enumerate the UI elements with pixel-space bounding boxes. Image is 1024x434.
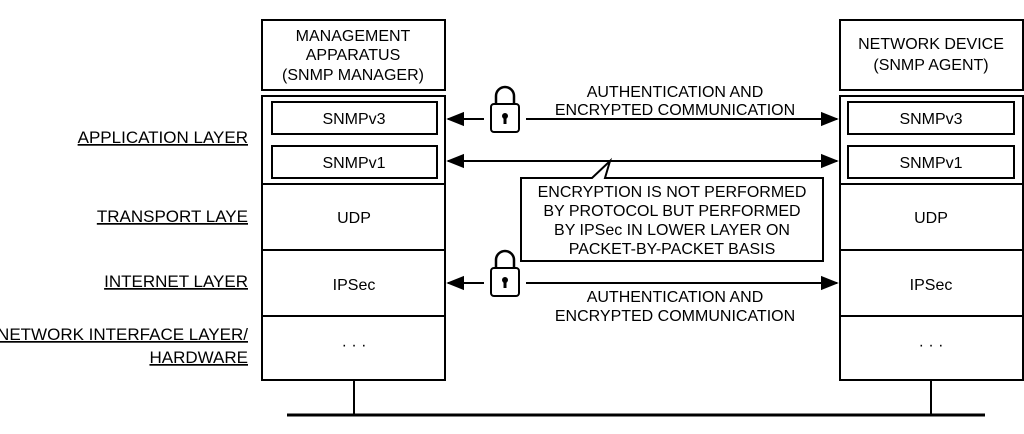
- network-interface-layer-label: NETWORK INTERFACE LAYER/: [0, 325, 248, 344]
- callout-line1: ENCRYPTION IS NOT PERFORMED: [538, 184, 807, 201]
- agent-snmpv1-label: SNMPv1: [899, 155, 962, 172]
- agent-ipsec-label: IPSec: [910, 277, 953, 294]
- manager-title-line3: (SNMP MANAGER): [282, 67, 424, 84]
- hardware-layer-label: HARDWARE: [149, 348, 248, 367]
- manager-title-line2: APPARATUS: [306, 47, 401, 64]
- agent-title-line2: (SNMP AGENT): [873, 57, 988, 74]
- top-message-line1: AUTHENTICATION AND: [587, 84, 764, 101]
- manager-title-line1: MANAGEMENT: [296, 28, 411, 45]
- padlock-icon: [490, 249, 520, 297]
- manager-udp-label: UDP: [337, 210, 371, 227]
- internet-layer-label: INTERNET LAYER: [104, 272, 248, 291]
- agent-hardware-label: · · ·: [919, 337, 944, 354]
- manager-hardware-label: · · ·: [342, 337, 367, 354]
- callout-box: ENCRYPTION IS NOT PERFORMED BY PROTOCOL …: [520, 157, 824, 262]
- manager-snmpv3-label: SNMPv3: [322, 111, 385, 128]
- agent-snmpv1-box: [847, 145, 1015, 179]
- agent-title-line1: NETWORK DEVICE: [858, 36, 1004, 53]
- top-message-line2: ENCRYPTED COMMUNICATION: [555, 102, 795, 119]
- callout-line4: PACKET-BY-PACKET BASIS: [569, 241, 776, 258]
- callout-line3: BY IPSec IN LOWER LAYER ON: [554, 222, 790, 239]
- manager-title-box: [261, 19, 446, 91]
- agent-snmpv3-box: [847, 101, 1015, 135]
- callout-line2: BY PROTOCOL BUT PERFORMED: [543, 203, 800, 220]
- agent-title-box: [839, 19, 1024, 91]
- application-layer-label: APPLICATION LAYER: [78, 128, 248, 147]
- bottom-message-line1: AUTHENTICATION AND: [587, 289, 764, 306]
- manager-snmpv3-box: [271, 101, 438, 135]
- manager-stack: MANAGEMENT APPARATUS (SNMP MANAGER) SNMP…: [261, 19, 446, 415]
- agent-stack: NETWORK DEVICE (SNMP AGENT) SNMPv3 SNMPv…: [839, 19, 1024, 415]
- agent-snmpv3-label: SNMPv3: [899, 111, 962, 128]
- manager-ipsec-label: IPSec: [333, 277, 376, 294]
- bottom-message-line2: ENCRYPTED COMMUNICATION: [555, 308, 795, 325]
- manager-snmpv1-label: SNMPv1: [322, 155, 385, 172]
- manager-snmpv1-box: [271, 145, 438, 179]
- transport-layer-label: TRANSPORT LAYE: [97, 207, 248, 226]
- padlock-icon: [490, 85, 520, 133]
- agent-udp-label: UDP: [914, 210, 948, 227]
